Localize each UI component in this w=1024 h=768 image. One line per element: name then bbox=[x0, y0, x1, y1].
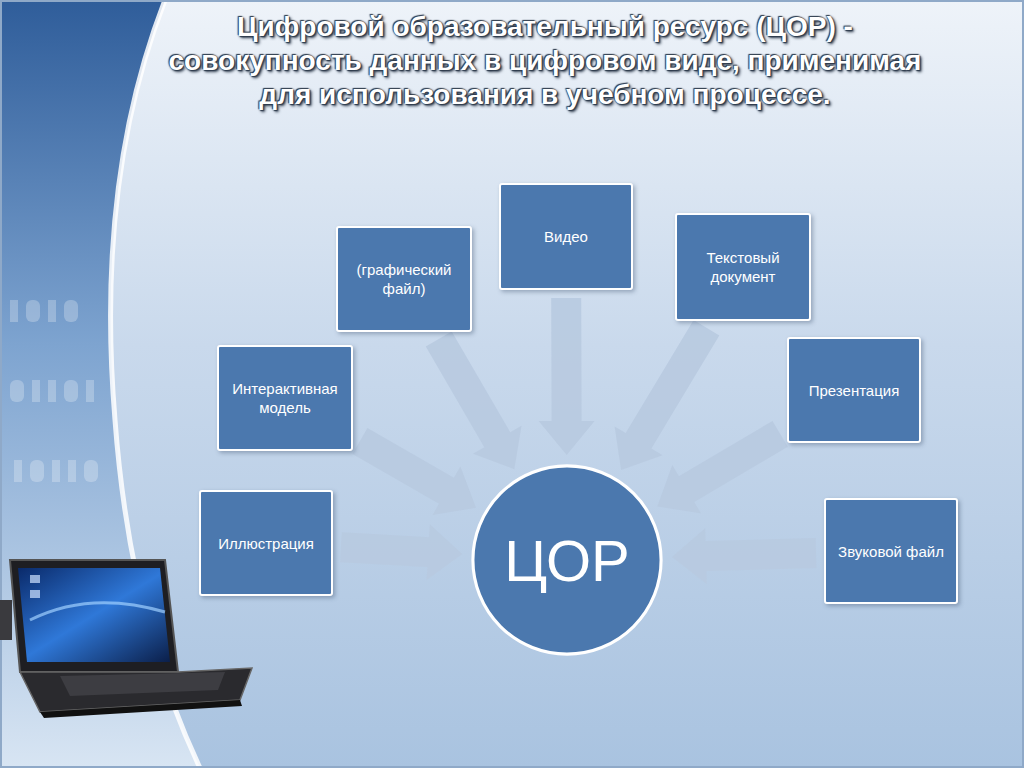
box-label: Текстовый документ bbox=[685, 248, 801, 286]
box-label: Видео bbox=[544, 227, 588, 246]
block-arrow bbox=[615, 320, 720, 470]
central-circle: ЦОР bbox=[470, 463, 664, 657]
circle-outline bbox=[473, 466, 661, 654]
resource-box: Презентация bbox=[787, 337, 921, 443]
box-label: (графический файл) bbox=[346, 260, 462, 298]
binary-pattern bbox=[10, 300, 98, 482]
resource-box: (графический файл) bbox=[336, 226, 472, 332]
box-label: Иллюстрация bbox=[218, 534, 314, 553]
block-arrow bbox=[539, 298, 595, 455]
block-arrow bbox=[657, 421, 788, 513]
circle-label: ЦОР bbox=[504, 527, 629, 594]
block-arrow bbox=[426, 331, 522, 469]
slide-title: Цифровой образовательный ресурс (ЦОР) - … bbox=[160, 10, 930, 112]
left-band bbox=[0, 0, 200, 768]
block-arrow bbox=[353, 428, 477, 515]
resource-box: Текстовый документ bbox=[675, 213, 811, 321]
resource-box: Звуковой файл bbox=[824, 498, 958, 604]
resource-box: Видео bbox=[499, 183, 633, 290]
box-label: Интерактивная модель bbox=[227, 379, 343, 417]
block-arrow bbox=[340, 524, 462, 580]
resource-box: Интерактивная модель bbox=[217, 345, 353, 451]
box-label: Презентация bbox=[809, 381, 900, 400]
resource-box: Иллюстрация bbox=[199, 490, 333, 596]
box-label: Звуковой файл bbox=[838, 542, 944, 561]
block-arrow bbox=[672, 528, 816, 584]
